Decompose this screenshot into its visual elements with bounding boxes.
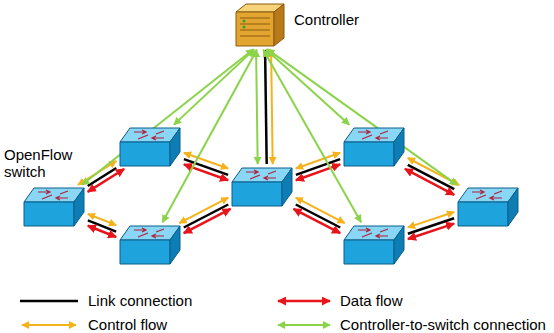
data-flow — [405, 169, 454, 195]
controller-node: Controller — [234, 2, 286, 48]
node-label: Controller — [294, 11, 359, 28]
link-line — [296, 204, 340, 227]
controller-connection — [256, 50, 258, 164]
switch-icon — [22, 186, 86, 228]
control-flow — [179, 198, 228, 223]
switch-node — [118, 224, 182, 266]
switch-icon — [342, 224, 406, 266]
switch-icon — [230, 166, 294, 208]
switch-icon — [118, 224, 182, 266]
switch-node: OpenFlow switch — [22, 186, 86, 228]
switch-node — [118, 126, 182, 168]
legend-label: Control flow — [88, 316, 167, 333]
legend-label: Controller-to-switch connection — [340, 316, 546, 333]
control-flow — [296, 153, 340, 169]
data-sample — [278, 300, 330, 303]
data-flow — [88, 169, 124, 192]
switch-icon — [342, 126, 406, 168]
switch-node — [456, 186, 520, 228]
controller-icon — [234, 2, 286, 48]
switch-node — [230, 166, 294, 208]
controller-connection — [267, 49, 457, 185]
control-sample — [22, 324, 76, 326]
controller-connection — [174, 49, 254, 124]
data-flow — [88, 226, 116, 237]
control-flow — [184, 153, 228, 169]
switch-icon — [456, 186, 520, 228]
controller-sample — [278, 324, 330, 326]
controller-connection — [266, 49, 349, 124]
control-flow — [296, 198, 345, 223]
legend-label: Data flow — [340, 292, 403, 309]
link-sample — [20, 300, 78, 303]
link-line — [184, 204, 228, 227]
link-line — [265, 50, 267, 164]
legend-label: Link connection — [88, 292, 192, 309]
link-line — [88, 220, 116, 231]
controller-connection — [82, 49, 253, 185]
switch-node — [342, 224, 406, 266]
control-flow — [88, 214, 116, 225]
data-flow — [293, 209, 340, 233]
data-flow — [184, 209, 231, 233]
switch-icon — [118, 126, 182, 168]
node-label: OpenFlow switch — [4, 146, 84, 181]
switch-node — [342, 126, 406, 168]
control-flow — [408, 212, 454, 227]
